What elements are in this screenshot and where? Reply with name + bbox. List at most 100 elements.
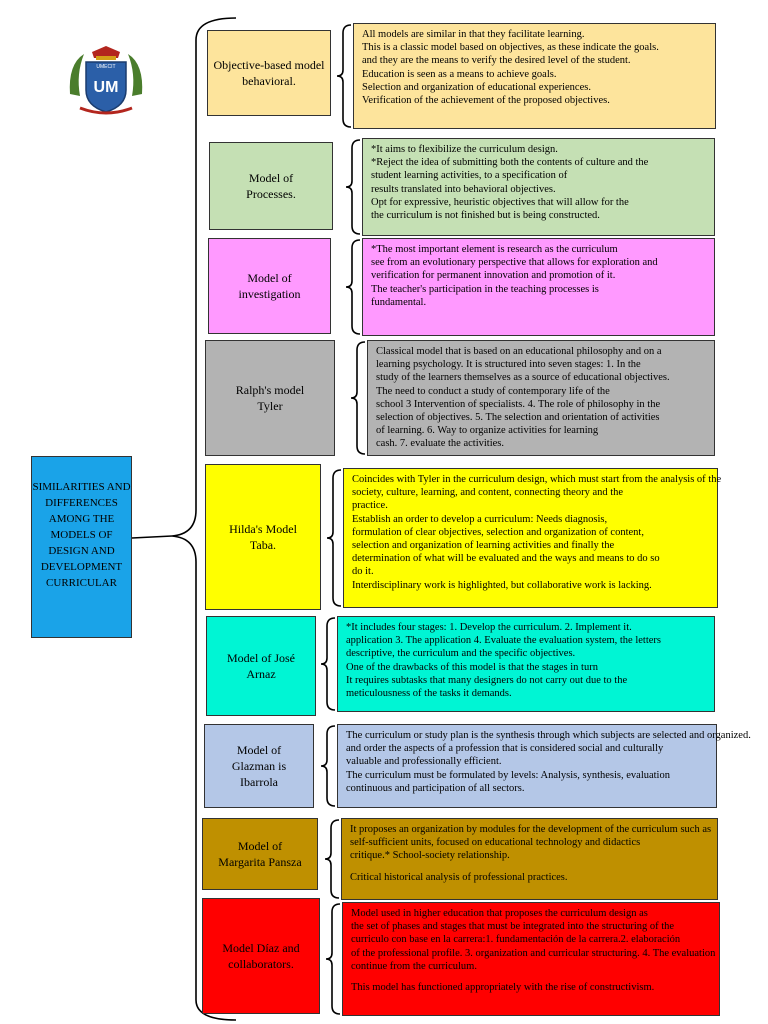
description-line: This model has functioned appropriately … — [351, 982, 655, 994]
description-line: Opt for expressive, heuristic objectives… — [371, 196, 629, 208]
model-name-line: Hilda's Model — [229, 522, 297, 536]
description-line: and order the aspects of a profession th… — [346, 743, 664, 755]
title-line: MODELS OF — [50, 529, 113, 541]
model-description-box: *It includes four stages: 1. Develop the… — [337, 616, 715, 712]
description-line: The curriculum or study plan is the synt… — [346, 730, 751, 741]
detail-brace — [345, 239, 361, 335]
detail-brace — [324, 819, 340, 899]
description-line: critique.* School-society relationship. — [350, 850, 510, 862]
model-name-line: Tyler — [257, 399, 283, 413]
description-line: study of the learners themselves as a so… — [376, 372, 670, 384]
model-description-box: All models are similar in that they faci… — [353, 23, 716, 129]
description-line: the curriculum is not finished but is be… — [371, 210, 600, 222]
description-line: application 3. The application 4. Evalua… — [346, 635, 661, 647]
title-line: CURRICULAR — [46, 577, 117, 589]
model-name-line: Model of José — [227, 651, 295, 665]
description-line: It requires subtasks that many designers… — [346, 674, 628, 686]
title-connector — [131, 535, 173, 539]
description-line: Interdisciplinary work is highlighted, b… — [352, 579, 652, 591]
model-name-line: Model of — [237, 839, 283, 853]
description-line — [351, 973, 713, 981]
model-name-line: Margarita Pansza — [218, 855, 302, 869]
detail-brace — [325, 903, 341, 1015]
description-line: It proposes an organization by modules f… — [350, 824, 712, 835]
title-line: DEVELOPMENT — [40, 561, 123, 573]
description-line: continuous and participation of all sect… — [346, 782, 525, 794]
description-line: continue from the curriculum. — [351, 960, 477, 972]
model-name-box: Model of Margarita Pansza — [202, 818, 318, 890]
central-title-box: SIMILARITIES AND DIFFERENCES AMONG THE M… — [31, 456, 132, 638]
model-description-box: Classical model that is based on an educ… — [367, 340, 715, 456]
description-line: learning psychology. It is structured in… — [376, 359, 641, 371]
model-name-line: collaborators. — [228, 957, 294, 971]
detail-brace — [320, 725, 336, 807]
description-line: see from an evolutionary perspective tha… — [371, 257, 658, 269]
description-line: of the professional profile. 3. organiza… — [351, 947, 716, 959]
description-line: This is a classic model based on objecti… — [362, 42, 659, 54]
description-line: verification for permanent innovation an… — [371, 270, 616, 282]
model-name-box: Model Díaz and collaborators. — [202, 898, 320, 1014]
description-line: Verification of the achievement of the p… — [362, 95, 610, 107]
model-name-line: Model of — [248, 171, 294, 185]
description-line: cash. 7. evaluate the activities. — [376, 438, 504, 450]
model-name-line: Ibarrola — [240, 775, 278, 789]
description-line: practice. — [352, 500, 388, 512]
model-name-line: Objective-based model — [213, 58, 325, 72]
model-description-box: It proposes an organization by modules f… — [341, 818, 718, 900]
description-line: selection and organization of learning a… — [352, 540, 615, 552]
description-line: Critical historical analysis of professi… — [350, 871, 568, 883]
title-line: DESIGN AND — [48, 545, 115, 557]
model-name-box: Objective-based model behavioral. — [207, 30, 331, 116]
model-name-line: Model of — [247, 271, 292, 285]
model-description-box: *It aims to flexibilize the curriculum d… — [362, 138, 715, 236]
model-name-line: Model Díaz and — [222, 941, 300, 955]
description-line: results translated into behavioral objec… — [371, 183, 556, 195]
model-name-line: Model of — [236, 743, 282, 757]
model-name-line: Ralph's model — [235, 383, 305, 397]
description-line: Establish an order to develop a curricul… — [352, 513, 608, 525]
description-line: Classical model that is based on an educ… — [376, 346, 662, 357]
description-line: Model used in higher education that prop… — [351, 908, 648, 919]
description-line: selection of objectives. 5. The selectio… — [376, 412, 660, 424]
description-line: the set of phases and stages that must b… — [351, 921, 675, 933]
description-line: The curriculum must be formulated by lev… — [346, 769, 670, 781]
model-name-line: behavioral. — [242, 74, 296, 88]
description-line: Education is seen as a means to achieve … — [362, 68, 557, 80]
description-line: All models are similar in that they faci… — [362, 29, 585, 40]
logo-top-text: UMECIT — [96, 64, 115, 70]
description-line: The need to conduct a study of contempor… — [376, 385, 610, 397]
model-name-line: Taba. — [249, 538, 277, 552]
description-line: student learning activities, to a specif… — [371, 170, 568, 182]
model-description-box: The curriculum or study plan is the synt… — [337, 724, 751, 808]
detail-brace — [320, 617, 336, 711]
description-line: One of the drawbacks of this model is th… — [346, 661, 598, 673]
detail-brace — [336, 24, 352, 128]
description-line: *Reject the idea of submitting both the … — [371, 157, 649, 169]
description-line: determination of what will be evaluated … — [352, 553, 660, 565]
description-line: Coincides with Tyler in the curriculum d… — [352, 474, 722, 485]
model-description-box: Model used in higher education that prop… — [342, 902, 720, 1016]
title-line: DIFFERENCES — [45, 497, 118, 509]
description-line: school 3 Intervention of specialists. 4.… — [376, 398, 661, 410]
description-line: of learning. 6. Way to organize activiti… — [376, 425, 599, 437]
description-line: curriculo con base en la carrera:1. fund… — [351, 934, 681, 946]
model-name-box: Model of Glazman is Ibarrola — [204, 724, 314, 808]
description-line — [350, 863, 711, 871]
detail-brace — [345, 139, 361, 235]
description-line: *It includes four stages: 1. Develop the… — [346, 622, 632, 633]
model-name-line: Processes. — [246, 187, 296, 201]
description-line: Selection and organization of educationa… — [362, 81, 591, 93]
university-crest-logo: UMECIT UM — [66, 44, 146, 118]
model-name-line: Arnaz — [246, 667, 276, 681]
description-line: self-sufficient units, focused on educat… — [350, 837, 641, 849]
description-line: *It aims to flexibilize the curriculum d… — [371, 144, 558, 155]
logo-letters: UM — [94, 79, 119, 96]
description-line: *The most important element is research … — [371, 244, 618, 255]
model-description-box: *The most important element is research … — [362, 238, 715, 336]
description-line: society, culture, learning, and content,… — [352, 487, 624, 499]
model-name-line: Glazman is — [231, 759, 287, 773]
